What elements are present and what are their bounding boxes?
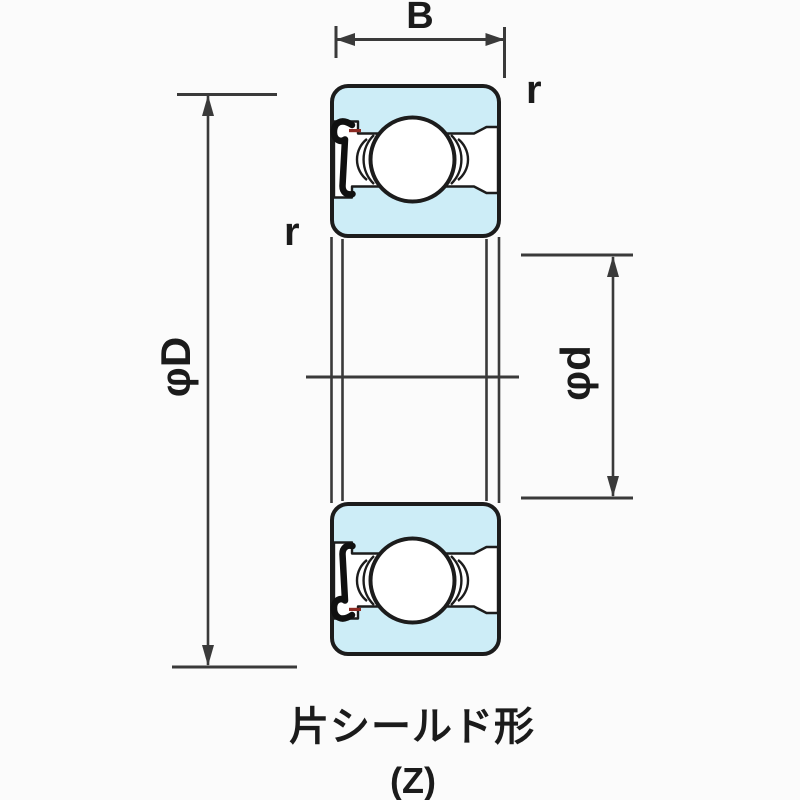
label-corner-radius-top-right: r <box>526 68 542 112</box>
dimension-B <box>334 26 506 78</box>
arrowhead-B-left <box>336 33 355 46</box>
caption-type-name: 片シールド形 <box>289 705 535 749</box>
label-corner-radius-left: r <box>284 210 300 254</box>
bottom-bearing-section <box>332 504 499 654</box>
dimension-phiD <box>172 93 297 669</box>
label-width-B: B <box>406 0 433 37</box>
arrowhead-phid-top <box>607 256 619 277</box>
label-bore-diameter: φd <box>552 345 599 401</box>
bore-face-lines <box>330 237 501 503</box>
dimension-phid <box>521 253 633 500</box>
arrowhead-phid-bottom <box>607 476 619 497</box>
arrowhead-B-right <box>485 33 505 46</box>
arrowhead-phiD-top <box>202 95 214 116</box>
caption-type-code: (Z) <box>390 760 436 800</box>
arrowhead-phiD-bottom <box>202 645 214 666</box>
label-outer-diameter: φD <box>152 337 199 397</box>
top-bearing-section <box>332 86 499 236</box>
